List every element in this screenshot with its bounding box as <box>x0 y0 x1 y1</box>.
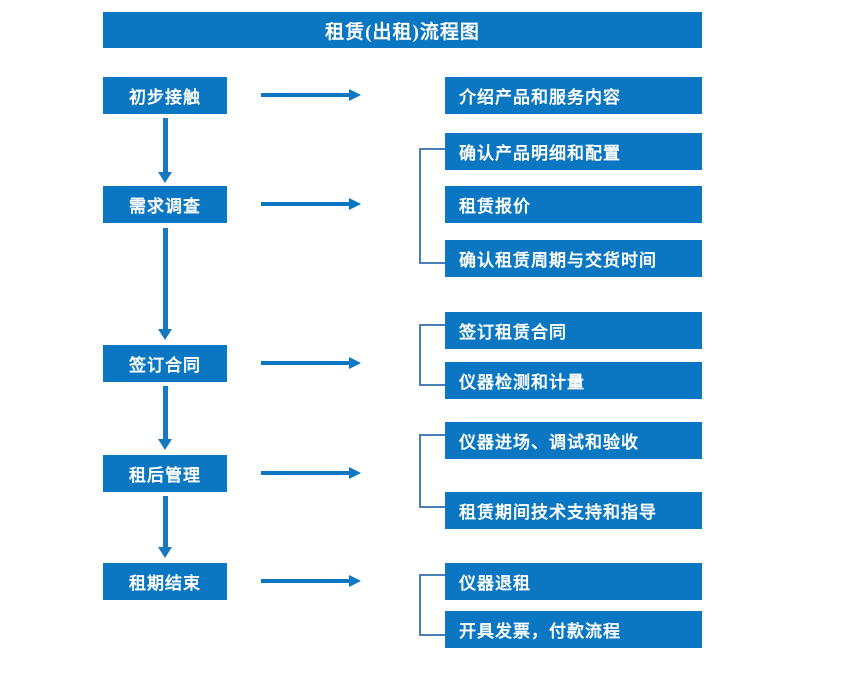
group-bracket-2 <box>419 324 445 386</box>
right-arrow-icon-3 <box>261 356 361 370</box>
diagram-title: 租赁(出租)流程图 <box>103 12 702 48</box>
task-box-9[interactable]: 仪器退租 <box>445 563 702 600</box>
right-arrow-icon-2 <box>261 197 361 211</box>
group-bracket-4 <box>419 574 445 636</box>
stage-box-3[interactable]: 签订合同 <box>103 345 227 382</box>
task-box-7[interactable]: 仪器进场、调试和验收 <box>445 422 702 459</box>
task-box-8[interactable]: 租赁期间技术支持和指导 <box>445 492 702 529</box>
task-box-10[interactable]: 开具发票，付款流程 <box>445 611 702 648</box>
down-arrow-icon-3 <box>158 386 172 450</box>
group-bracket-1 <box>419 148 445 264</box>
task-box-3[interactable]: 租赁报价 <box>445 186 702 223</box>
task-box-4[interactable]: 确认租赁周期与交货时间 <box>445 240 702 277</box>
down-arrow-icon-2 <box>158 228 172 340</box>
stage-box-1[interactable]: 初步接触 <box>103 77 227 114</box>
down-arrow-icon-4 <box>158 496 172 558</box>
right-arrow-icon-5 <box>261 574 361 588</box>
task-box-2[interactable]: 确认产品明细和配置 <box>445 133 702 170</box>
stage-box-4[interactable]: 租后管理 <box>103 455 227 492</box>
down-arrow-icon-1 <box>158 118 172 183</box>
stage-box-5[interactable]: 租期结束 <box>103 563 227 600</box>
task-box-6[interactable]: 仪器检测和计量 <box>445 362 702 399</box>
stage-box-2[interactable]: 需求调查 <box>103 186 227 223</box>
right-arrow-icon-1 <box>261 88 361 102</box>
group-bracket-3 <box>419 434 445 508</box>
task-box-1[interactable]: 介绍产品和服务内容 <box>445 77 702 114</box>
right-arrow-icon-4 <box>261 466 361 480</box>
task-box-5[interactable]: 签订租赁合同 <box>445 312 702 349</box>
